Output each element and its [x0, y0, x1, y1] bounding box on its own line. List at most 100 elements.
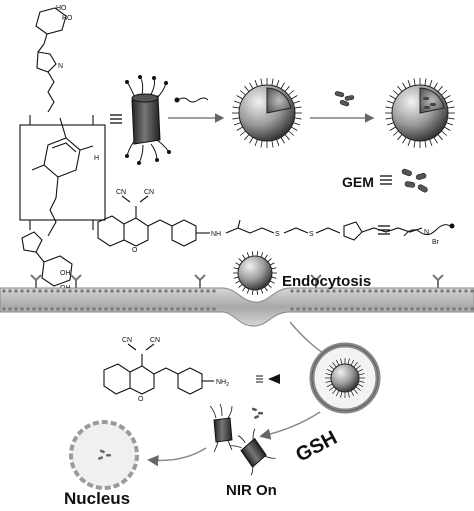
shell-strand	[402, 82, 407, 89]
lipid-head	[362, 307, 366, 311]
label-s-1: S	[275, 231, 280, 238]
shell-strand	[288, 130, 295, 136]
shell-strand	[271, 267, 277, 270]
shell-strand	[242, 254, 246, 260]
lipid-head	[350, 289, 354, 293]
shell-strand	[437, 134, 443, 141]
shell-strand	[392, 90, 399, 96]
lipid-head	[188, 307, 192, 311]
shell-strand	[236, 95, 243, 100]
shell-strand	[329, 365, 335, 370]
label-cn-4: CN	[150, 337, 160, 344]
lipid-head	[212, 307, 216, 311]
lipid-head	[428, 307, 432, 311]
lipid-head	[32, 307, 36, 311]
shell-strand	[392, 130, 399, 136]
lipid-head	[92, 307, 96, 311]
lipid-head	[416, 307, 420, 311]
shell-strand	[433, 137, 438, 144]
lipid-head	[146, 289, 150, 293]
lipid-head	[98, 289, 102, 293]
lipid-head	[350, 307, 354, 311]
shell-strand	[353, 362, 358, 368]
label-n-plus: N	[424, 229, 429, 236]
shell-strand	[424, 78, 427, 86]
lipid-head	[146, 307, 150, 311]
shell-strand	[397, 134, 403, 141]
lipid-head	[74, 307, 78, 311]
shell-strand	[276, 79, 280, 87]
shell-strand	[329, 386, 335, 391]
shell-strand	[325, 373, 332, 376]
lipid-head	[374, 307, 378, 311]
lipid-head	[44, 289, 48, 293]
lipid-head	[368, 289, 372, 293]
lipid-head	[182, 289, 186, 293]
equivalence-sign-probe	[378, 225, 390, 235]
lipid-head	[134, 307, 138, 311]
lipid-head	[122, 289, 126, 293]
lipid-head	[458, 289, 462, 293]
label-oh-1: OH	[60, 270, 71, 277]
lipid-head	[296, 289, 300, 293]
shell-strand	[233, 122, 241, 126]
lipid-head	[8, 289, 12, 293]
lipid-head	[134, 289, 138, 293]
label-o-chromene-2: O	[138, 396, 144, 403]
lipid-head	[104, 289, 108, 293]
pillararene-structure	[19, 7, 106, 287]
shell-strand	[446, 100, 454, 104]
shell-strand	[264, 286, 268, 292]
lipid-head	[374, 289, 378, 293]
lipid-head	[32, 289, 36, 293]
shell-strand	[239, 130, 246, 136]
shell-strand	[284, 85, 290, 92]
label-br: Br	[432, 239, 440, 246]
shell-strand	[424, 140, 427, 148]
lipid-head	[98, 307, 102, 311]
lipid-head	[392, 289, 396, 293]
lipid-head	[194, 289, 198, 293]
shell-strand	[385, 117, 393, 120]
label-nh2-main: NH	[216, 379, 226, 386]
shell-strand	[353, 388, 358, 394]
shell-strand	[386, 122, 394, 126]
shell-strand	[244, 134, 250, 141]
arrow-gsh	[259, 411, 321, 440]
label-o-chromene: O	[132, 247, 138, 254]
lipid-head	[68, 307, 72, 311]
lipid-head	[440, 289, 444, 293]
label-s-2: S	[309, 231, 314, 238]
shell-strand	[238, 283, 243, 288]
lipid-head	[428, 289, 432, 293]
equivalence-sign-fluorophore	[256, 375, 263, 383]
lipid-head	[62, 307, 66, 311]
lipid-head	[182, 307, 186, 311]
lipid-head	[296, 307, 300, 311]
lipid-head	[398, 289, 402, 293]
shell-strand	[260, 140, 263, 148]
gem-label: GEM	[342, 174, 374, 190]
lipid-head	[56, 307, 60, 311]
shell-strand	[336, 390, 340, 397]
lipid-head	[314, 307, 318, 311]
shell-strand	[232, 106, 240, 109]
lipid-head	[422, 289, 426, 293]
shell-strand	[238, 258, 243, 263]
shell-strand	[264, 254, 268, 260]
shell-strand	[332, 362, 337, 368]
shell-strand	[402, 137, 407, 144]
shell-strand	[269, 262, 275, 266]
shell-strand	[260, 78, 263, 86]
lipid-head	[320, 307, 324, 311]
shell-strand	[251, 289, 254, 295]
lipid-head	[410, 307, 414, 311]
lipid-head	[458, 307, 462, 311]
shell-strand	[284, 134, 290, 141]
fluorophore-structure	[103, 343, 214, 395]
gem-pellets-top	[334, 91, 355, 107]
lipid-head	[26, 289, 30, 293]
lipid-head	[2, 307, 6, 311]
shell-strand	[358, 373, 365, 376]
shell-strand	[386, 100, 394, 104]
